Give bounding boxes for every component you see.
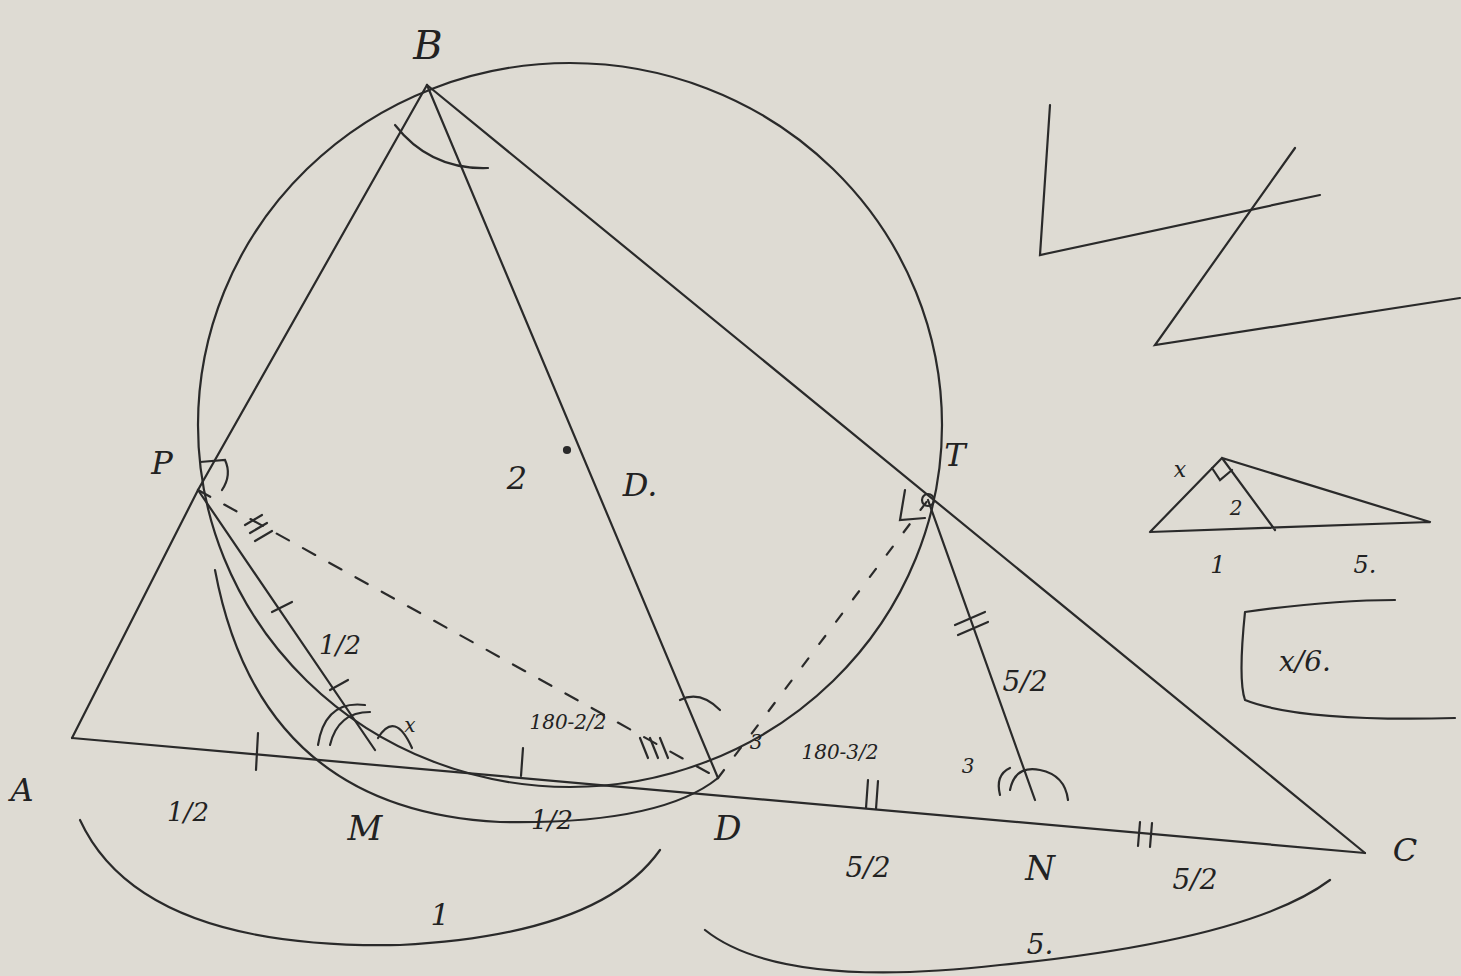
length-label: 1: [430, 900, 449, 930]
length-label: 5/2: [845, 854, 890, 882]
point-t: [922, 494, 934, 506]
point: [564, 447, 570, 453]
angle-label: 3: [750, 732, 763, 752]
sketch-label: 2: [1230, 498, 1243, 518]
tick: [256, 733, 258, 770]
tick: [640, 738, 668, 758]
brace-arc: [705, 880, 1330, 972]
angle-arc: [200, 460, 228, 490]
length-label: 2: [507, 462, 527, 494]
tick: [866, 780, 878, 809]
segment-bd: [427, 85, 718, 778]
angle-arc: [318, 705, 365, 746]
angle-label: 3: [962, 756, 975, 776]
side-bc: [427, 85, 1365, 853]
point-label: D: [714, 811, 741, 845]
angle-arc: [330, 712, 370, 745]
point-label: P: [151, 447, 173, 479]
tick: [272, 602, 292, 612]
segment-tn: [928, 500, 1035, 800]
angle-label: x: [404, 715, 415, 735]
tick: [330, 680, 348, 690]
angle-arc: [680, 697, 720, 710]
dashed-dt: [718, 500, 928, 778]
point-label: D.: [623, 469, 658, 501]
sketch: [1155, 148, 1460, 345]
point-label: A: [10, 774, 33, 806]
right-angle: [900, 490, 925, 520]
compass-arc: [215, 570, 718, 822]
angle-arc: [1010, 769, 1068, 800]
sketch-label: x: [1174, 459, 1186, 481]
base-line: [72, 738, 1365, 853]
length-label: 5.: [1027, 931, 1054, 959]
point-label: C: [1393, 834, 1417, 866]
circle: [198, 63, 942, 787]
length-label: 5/2: [1002, 668, 1047, 696]
length-label: 1/2: [167, 799, 209, 825]
tick: [521, 748, 523, 776]
angle-arc: [999, 768, 1010, 795]
angle-arc: [395, 125, 488, 168]
point-label: T: [944, 439, 965, 471]
length-label: 5/2: [1172, 866, 1217, 894]
sketch-label: x/6.: [1279, 648, 1331, 676]
tick: [245, 515, 272, 541]
angle-label: 180-3/2: [801, 742, 878, 762]
box-sketch: [1242, 600, 1456, 719]
point-label: B: [413, 25, 442, 65]
sketch-label: 1: [1210, 553, 1225, 577]
dashed-pd: [198, 490, 718, 778]
length-label: 1/2: [319, 632, 361, 658]
sketch-label: 5.: [1354, 553, 1377, 577]
tick: [1138, 822, 1152, 847]
point-label: N: [1025, 851, 1055, 885]
sketch: [1040, 105, 1320, 255]
length-label: 1/2: [531, 807, 573, 833]
side-ab: [72, 85, 427, 738]
tick: [955, 612, 988, 635]
segment-pm: [198, 490, 375, 750]
sketch-triangle: [1150, 458, 1430, 532]
angle-label: 180-2/2: [529, 712, 606, 732]
point-label: M: [348, 811, 383, 845]
